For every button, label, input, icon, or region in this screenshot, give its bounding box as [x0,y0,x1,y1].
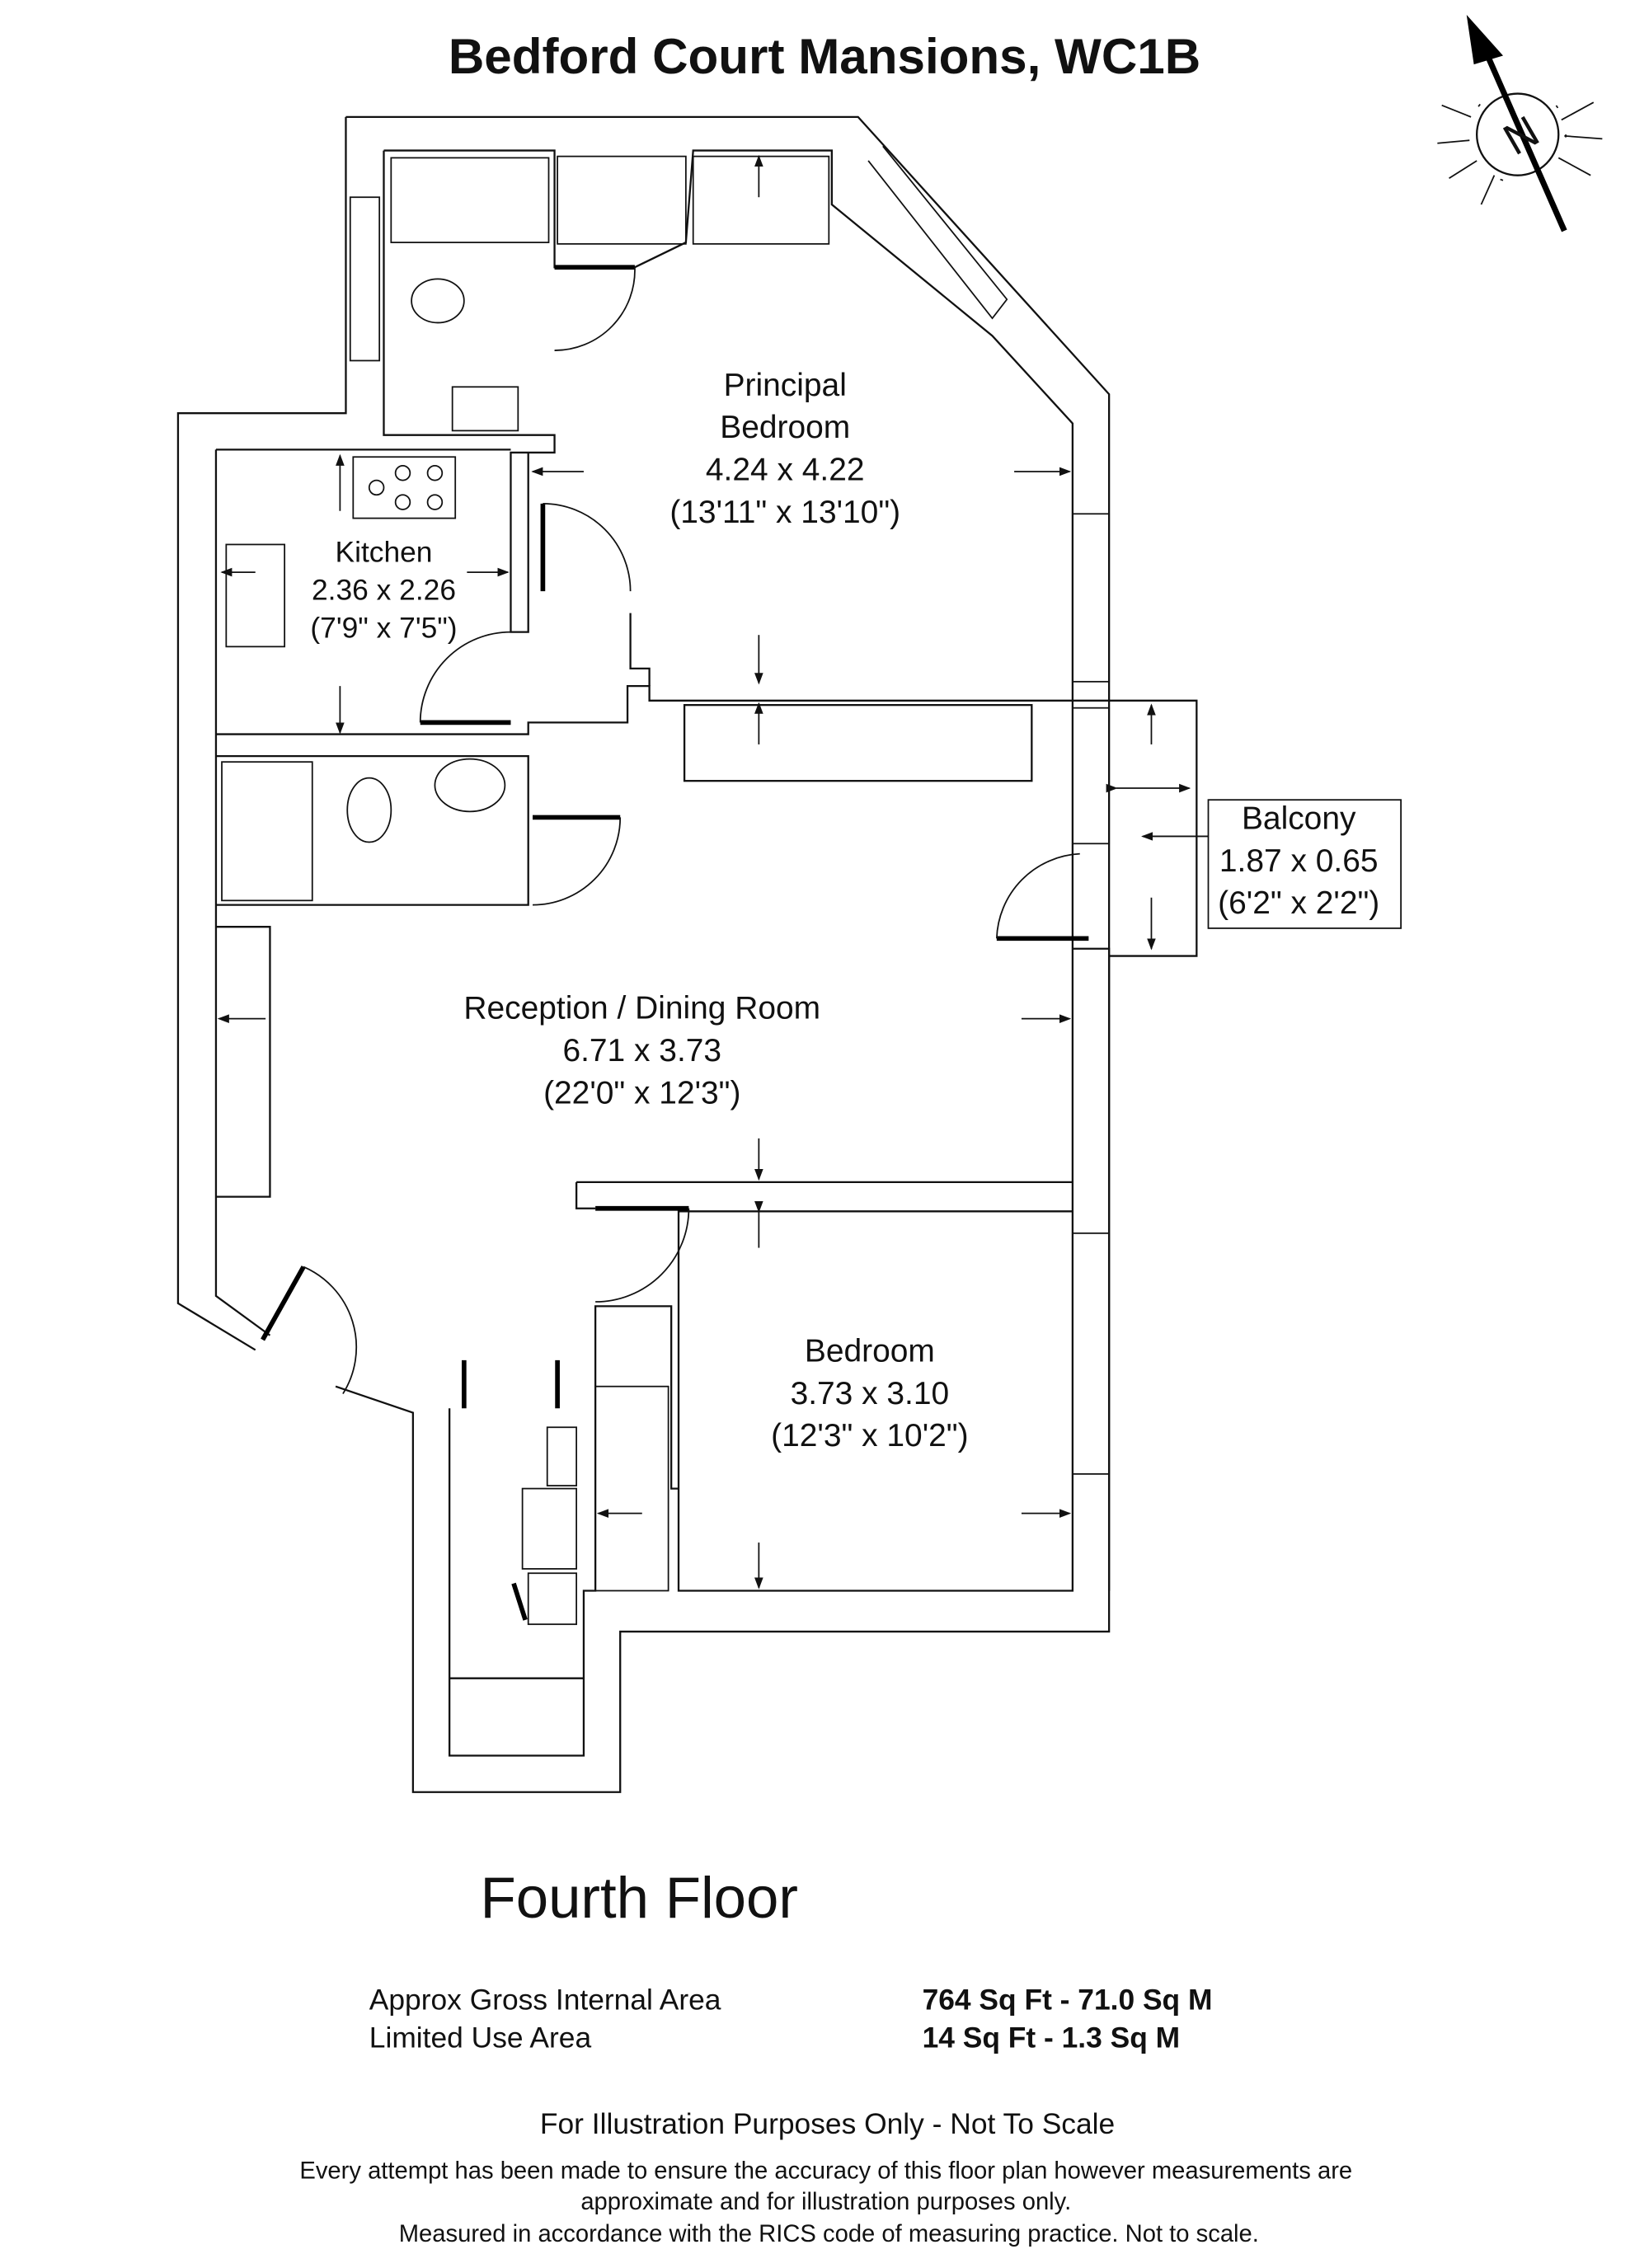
illustration-notice: For Illustration Purposes Only - Not To … [540,2108,1115,2140]
compass-north-label: N [1496,107,1548,165]
room-size-metric: 6.71 x 3.73 [562,1033,721,1068]
room-label-kitchen: Kitchen 2.36 x 2.26 (7'9" x 7'5") [310,537,457,645]
walls [176,115,1198,1793]
area-table: Approx Gross Internal Area 764 Sq Ft - 7… [369,1984,1213,2054]
doors [261,265,1089,1621]
north-arrow-compass-icon: N [1437,14,1603,232]
disclaimer-line: approximate and for illustration purpose… [580,2189,1071,2215]
room-size-imperial: (12'3" x 10'2") [771,1418,968,1453]
fixtures [221,155,830,902]
wardrobe [692,155,830,245]
area-value: 764 Sq Ft - 71.0 Sq M [923,1984,1213,2016]
sink-icon [451,386,519,432]
disclaimer: Every attempt has been made to ensure th… [299,2158,1352,2247]
room-size-imperial: (13'11" x 13'10") [669,495,900,530]
room-size-metric: 1.87 x 0.65 [1219,843,1379,879]
room-label-principal-bedroom: Principal Bedroom 4.24 x 4.22 (13'11" x … [669,368,900,530]
room-name: Bedroom [805,1334,935,1369]
room-size-metric: 2.36 x 2.26 [312,575,456,607]
wardrobe [557,155,687,245]
room-name: Principal [724,368,847,403]
room-size-imperial: (6'2" x 2'2") [1218,885,1379,921]
room-name: Bedroom [720,410,850,445]
area-label: Limited Use Area [369,2021,592,2054]
dimension-arrows [217,154,1212,1589]
room-name: Balcony [1242,801,1356,837]
shower-icon [221,761,313,902]
area-value: 14 Sq Ft - 1.3 Sq M [923,2021,1181,2054]
basin-icon [434,758,506,813]
floor-name: Fourth Floor [480,1866,798,1931]
room-size-imperial: (7'9" x 7'5") [310,613,457,645]
room-size-metric: 3.73 x 3.10 [791,1376,950,1411]
room-size-metric: 4.24 x 4.22 [706,453,865,488]
room-label-bedroom: Bedroom 3.73 x 3.10 (12'3" x 10'2") [771,1334,968,1454]
room-name: Kitchen [335,537,432,569]
page-title: Bedford Court Mansions, WC1B [449,29,1200,84]
bathtub-icon [390,157,550,243]
room-label-reception: Reception / Dining Room 6.71 x 3.73 (22'… [463,991,820,1111]
hob-icon [352,456,457,519]
disclaimer-line: Measured in accordance with the RICS cod… [399,2221,1259,2247]
kitchen-sink-icon [225,543,286,648]
room-size-imperial: (22'0" x 12'3") [543,1075,740,1111]
room-label-balcony: Balcony 1.87 x 0.65 (6'2" x 2'2") [1207,799,1402,929]
disclaimer-line: Every attempt has been made to ensure th… [299,2158,1352,2185]
area-label: Approx Gross Internal Area [369,1984,721,2016]
toilet-icon [346,777,392,843]
toilet-icon [411,278,465,324]
room-name: Reception / Dining Room [463,991,820,1026]
